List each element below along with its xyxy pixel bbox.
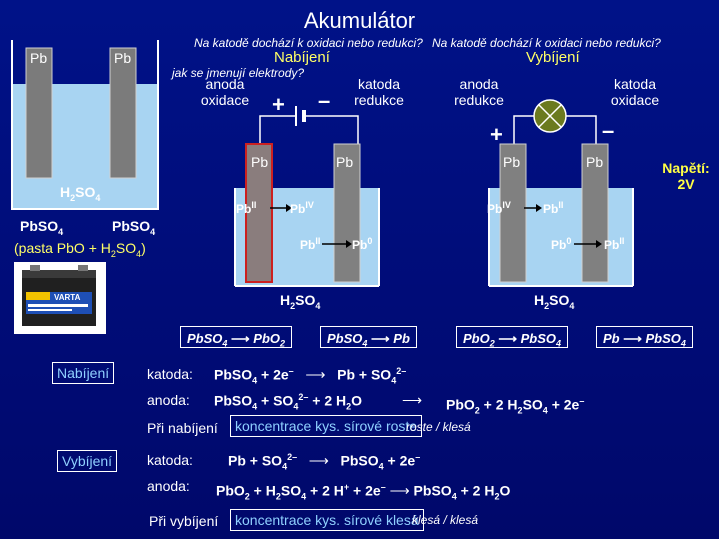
charging-electrolyte-label: H2SO4 bbox=[280, 292, 321, 311]
charging-ion-2: PbIV bbox=[290, 200, 314, 216]
discharging-cathode-electrode bbox=[581, 143, 609, 283]
vybijeni-note-suffix: klesá / klesá bbox=[412, 513, 479, 527]
charging-electrode-1-label: Pb bbox=[251, 154, 269, 170]
vybijeni-anoda-label: anoda: bbox=[147, 478, 190, 494]
nabijeni-anoda-label: anoda: bbox=[147, 392, 190, 408]
discharging-ion-1: PbIV bbox=[487, 200, 511, 216]
discharging-cell-diagram bbox=[488, 99, 634, 287]
vybijeni-note-box: koncentrace kys. sírové klesá bbox=[230, 509, 424, 531]
nabijeni-note-prefix: Při nabíjení bbox=[147, 420, 218, 436]
discharging-electrode-1-label: Pb bbox=[503, 154, 521, 170]
nabijeni-anoda-equation-right: PbO2 + 2 H2SO4 + 2e– bbox=[446, 396, 585, 416]
nabijeni-katoda-label: katoda: bbox=[147, 366, 193, 382]
nabijeni-tag: Nabíjení bbox=[52, 362, 115, 384]
nabijeni-note-suffix: roste / klesá bbox=[406, 420, 471, 434]
charging-minus: – bbox=[318, 88, 331, 113]
nabijeni-anoda-equation-left: PbSO4 + SO42– + 2 H2O bbox=[214, 392, 363, 412]
pbso4-label-b: PbSO4 bbox=[112, 218, 156, 237]
charging-anode-electrode bbox=[245, 143, 273, 283]
left-electrode-1-label: Pb bbox=[30, 50, 48, 66]
page-title: Akumulátor bbox=[303, 8, 416, 33]
battery-image: VARTA bbox=[14, 262, 106, 334]
charging-cell-diagram bbox=[234, 106, 380, 287]
charging-anode-reaction-box: PbSO4 ⟶ PbO2 bbox=[180, 326, 293, 349]
question-3: jak se jmenují elektrody? bbox=[172, 66, 305, 80]
pasta-label: (pasta PbO + H2SO4) bbox=[14, 240, 146, 259]
charging-cathode-electrode bbox=[333, 143, 361, 283]
vybijeni-katoda-label: katoda: bbox=[147, 452, 193, 468]
nabijeni-anoda-arrow: ⟶ bbox=[402, 392, 423, 408]
charging-ion-3: PbII bbox=[300, 236, 321, 252]
vybijeni-tag: Vybíjení bbox=[57, 450, 118, 472]
voltage-label: Napětí:2V bbox=[662, 160, 710, 192]
nabijeni-note-box: koncentrace kys. sírové roste bbox=[230, 415, 423, 437]
charging-electrode-2-label: Pb bbox=[336, 154, 354, 170]
left-electrolyte-label: H2SO4 bbox=[60, 184, 101, 203]
vybijeni-anoda-equation: PbO2 + H2SO4 + 2 H+ + 2e– ⟶ PbSO4 + 2 H2… bbox=[216, 482, 511, 502]
vybijeni-katoda-equation: Pb + SO42– ⟶ PbSO4 + 2e– bbox=[228, 452, 421, 472]
left-electrode-1 bbox=[25, 47, 53, 179]
discharging-electrode-2-label: Pb bbox=[586, 154, 604, 170]
discharging-wire-left bbox=[513, 115, 534, 146]
svg-text:VARTA: VARTA bbox=[54, 293, 81, 302]
discharging-anode-electrode bbox=[499, 143, 527, 283]
discharging-cathode-reaction-box: Pb ⟶ PbSO4 bbox=[596, 326, 693, 349]
discharging-ion-2: PbII bbox=[543, 200, 564, 216]
discharging-heading: Vybíjení bbox=[526, 49, 580, 66]
charging-cathode-reaction-box: PbSO4 ⟶ Pb bbox=[320, 326, 417, 349]
discharging-wire-right bbox=[566, 115, 597, 146]
discharging-plus: + bbox=[490, 122, 503, 147]
vybijeni-note-prefix: Při vybíjení bbox=[149, 513, 219, 529]
charging-wire-left bbox=[259, 115, 296, 146]
question-2: Na katodě dochází k oxidaci nebo redukci… bbox=[432, 36, 661, 50]
discharging-ion-4: PbII bbox=[604, 236, 625, 252]
pbso4-label-a: PbSO4 bbox=[20, 218, 64, 237]
left-electrode-2-label: Pb bbox=[114, 50, 132, 66]
charging-wire-right bbox=[304, 115, 359, 146]
nabijeni-katoda-equation: PbSO4 + 2e– ⟶ Pb + SO42– bbox=[214, 366, 407, 386]
discharging-minus: – bbox=[602, 118, 615, 143]
charging-plus: + bbox=[272, 92, 285, 117]
question-1: Na katodě dochází k oxidaci nebo redukci… bbox=[194, 36, 423, 50]
charging-ion-4: Pb0 bbox=[352, 236, 373, 252]
charging-heading: Nabíjení bbox=[274, 49, 330, 66]
left-electrode-2 bbox=[109, 47, 137, 179]
discharging-anode-reaction-box: PbO2 ⟶ PbSO4 bbox=[456, 326, 569, 349]
discharging-electrolyte-label: H2SO4 bbox=[534, 292, 575, 311]
left-cell-diagram bbox=[11, 40, 159, 210]
discharging-ion-3: Pb0 bbox=[551, 236, 572, 252]
charging-ion-1: PbII bbox=[236, 200, 257, 216]
